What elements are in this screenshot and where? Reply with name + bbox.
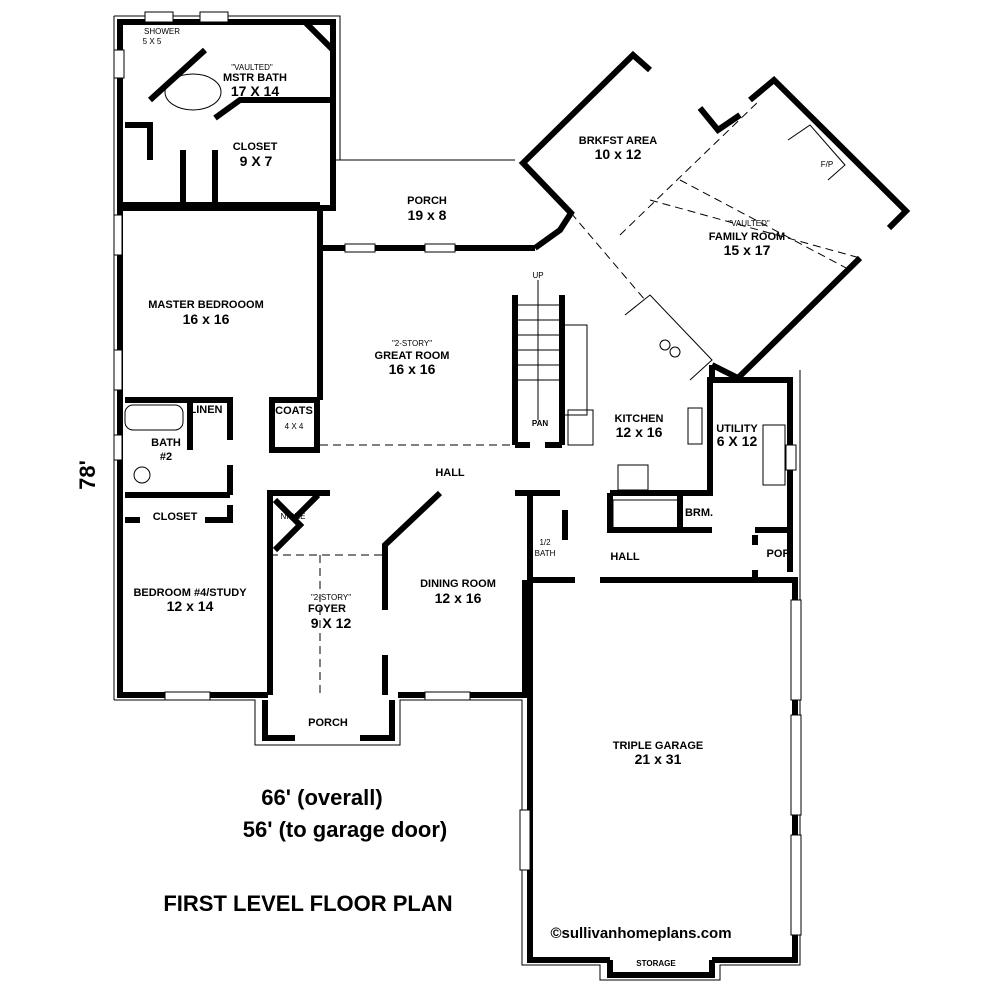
plan-title: FIRST LEVEL FLOOR PLAN: [163, 891, 452, 916]
garage-hall-label: HALL: [610, 551, 640, 563]
shower-size: 5 X 5: [143, 37, 162, 46]
stairs-up-label: UP: [532, 271, 543, 280]
utility-label: UTILITY: [716, 423, 758, 435]
coats-label: COATS: [275, 405, 313, 417]
room-labels: SHOWER 5 X 5 "VAULTED" MSTR BATH 17 X 14…: [133, 27, 833, 968]
garage-width-dimension: 56' (to garage door): [243, 817, 447, 842]
dining-size: 12 x 16: [435, 590, 482, 606]
rear-porch-size: 19 x 8: [408, 207, 447, 223]
brkfst-size: 10 x 12: [595, 146, 642, 162]
foyer-label: FOYER: [308, 603, 346, 615]
great-room-label: GREAT ROOM: [375, 350, 450, 362]
niche-label: NICHE: [281, 512, 306, 521]
master-bedroom-size: 16 x 16: [183, 311, 230, 327]
garage-label: TRIPLE GARAGE: [613, 740, 703, 752]
copyright: ©sullivanhomeplans.com: [550, 925, 731, 942]
bedroom4-size: 12 x 14: [167, 598, 214, 614]
master-bath-size: 17 X 14: [231, 83, 279, 99]
family-note: "VAULTED": [728, 219, 770, 228]
bath2-label: BATH: [151, 437, 181, 449]
fireplace-label: F/P: [821, 160, 833, 169]
kitchen-size: 12 x 16: [616, 424, 663, 440]
utility-size: 6 X 12: [717, 433, 758, 449]
family-label: FAMILY ROOM: [709, 231, 785, 243]
master-bath-label: MSTR BATH: [223, 72, 287, 84]
rear-porch-label: PORCH: [407, 195, 447, 207]
staircase: [515, 280, 679, 529]
kitchen-label: KITCHEN: [615, 413, 664, 425]
bed4-closet-label: CLOSET: [153, 511, 198, 523]
coats-size: 4 X 4: [285, 422, 304, 431]
broom-closet-label: BRM.: [685, 507, 713, 519]
family-size: 15 x 17: [724, 242, 771, 258]
dining-label: DINING ROOM: [420, 578, 496, 590]
master-closet-label: CLOSET: [233, 141, 278, 153]
depth-dimension: 78': [75, 460, 100, 490]
linen-label: LINEN: [190, 404, 223, 416]
master-bath-note: "VAULTED": [231, 63, 273, 72]
overall-width-dimension: 66' (overall): [261, 785, 382, 810]
great-room-size: 16 x 16: [389, 361, 436, 377]
pantry-label: PAN: [532, 419, 549, 428]
master-closet-size: 9 X 7: [240, 153, 273, 169]
bedroom4-label: BEDROOM #4/STUDY: [133, 587, 247, 599]
front-porch-label: PORCH: [308, 717, 348, 729]
side-porch-label: POR.: [767, 548, 794, 560]
bath2-number: #2: [160, 451, 172, 463]
half-bath-label-2: BATH: [535, 549, 556, 558]
storage-label: STORAGE: [636, 959, 676, 968]
master-bedroom-label: MASTER BEDROOOM: [148, 299, 264, 311]
fixtures: [113, 11, 861, 936]
garage-size: 21 x 31: [635, 751, 682, 767]
foyer-size: 9 X 12: [311, 615, 352, 631]
annotations: 78' 66' (overall) 56' (to garage door) F…: [75, 460, 732, 942]
foyer-note: "2-STORY": [311, 593, 351, 602]
brkfst-label: BRKFST AREA: [579, 135, 657, 147]
main-hall-label: HALL: [435, 467, 465, 479]
half-bath-label: 1/2: [539, 538, 551, 547]
shower-label: SHOWER: [144, 27, 180, 36]
walls: [117, 19, 911, 978]
great-room-note: "2-STORY": [392, 339, 432, 348]
